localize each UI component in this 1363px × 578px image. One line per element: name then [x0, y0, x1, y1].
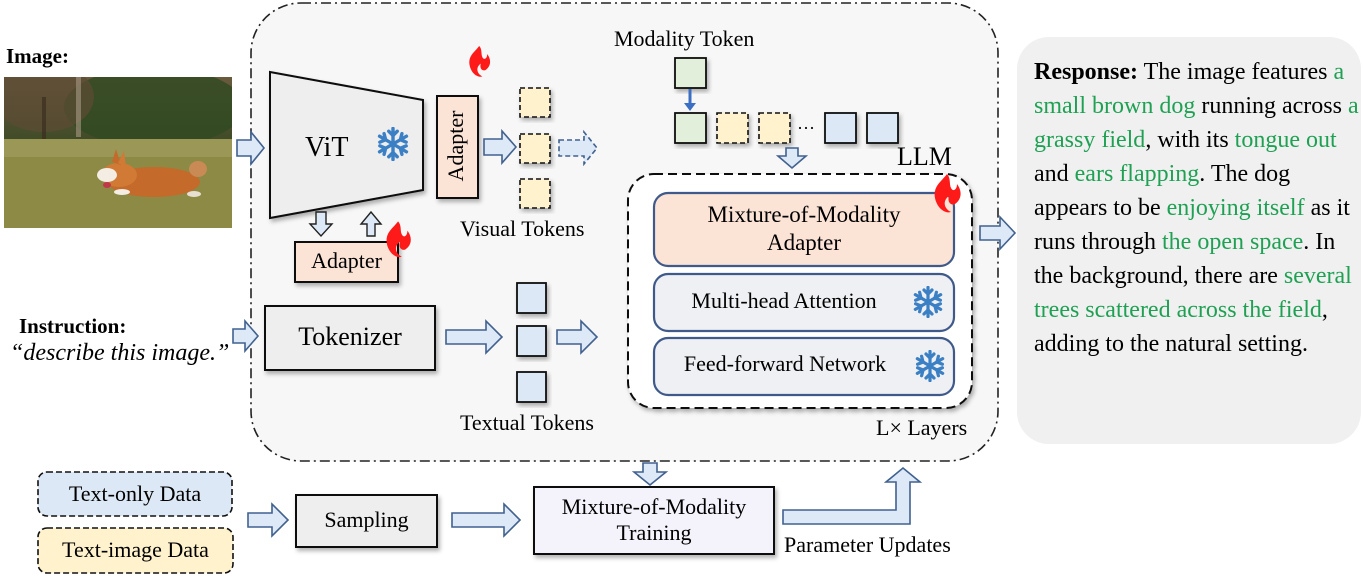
textual-token [516, 325, 547, 357]
visual-token [519, 133, 551, 164]
mom-training-label-line2: Training [616, 520, 692, 545]
text-image-data-label: Text-image Data [62, 537, 209, 562]
arrow-tokenizer-to-textual-tokens [445, 319, 504, 355]
llm-title: LLM [897, 142, 952, 171]
response-highlight: a grassy field [1034, 93, 1359, 153]
response-highlight: the open space [1162, 229, 1304, 255]
response-highlight: enjoying itself [1166, 195, 1305, 221]
dog [97, 149, 207, 197]
arrow-sampling-to-training [451, 502, 522, 538]
modality-token-arrowhead [684, 103, 696, 111]
ffn-block [652, 336, 956, 397]
textual-tokens-label: Textual Tokens [460, 410, 594, 435]
text-image-data-box [37, 527, 234, 574]
arrow-sequence-to-llm [775, 147, 809, 170]
arrow-data-to-sampling [247, 502, 290, 538]
attention-block [652, 272, 956, 333]
response-segment: and [1034, 161, 1075, 187]
mom-training-label-line1: Mixture-of-Modality [561, 494, 747, 519]
vit-block [269, 70, 424, 220]
parameter-updates-arrow [782, 466, 923, 525]
mom-adapter-label-line2: Adapter [766, 230, 842, 255]
sequence-textual-token [824, 112, 857, 144]
mom-adapter-block [652, 191, 956, 268]
mom-training-block [533, 486, 775, 555]
arrow-llm-to-response [979, 214, 1017, 252]
arrow-visual-tokens-dashed [558, 129, 599, 167]
arrow-container-to-training [631, 462, 669, 487]
input-image [4, 77, 232, 228]
mom-training-label: Mixture-of-Modality Training [534, 494, 774, 546]
modality-token-label: Modality Token [614, 26, 755, 51]
ffn-label: Feed-forward Network [683, 351, 887, 376]
response-highlight: a small brown dog [1034, 59, 1345, 119]
vit-label: ViT [305, 132, 349, 163]
modality-token [674, 57, 707, 89]
arrow-down-to-adapter [308, 211, 334, 238]
bottom-adapter-block [294, 241, 399, 283]
parameter-updates-label: Parameter Updates [784, 532, 951, 557]
instruction-text: “describe this image.” [10, 340, 230, 366]
sequence-ellipsis: ··· [797, 118, 815, 138]
response-label: Response: [1034, 59, 1139, 85]
sampling-label: Sampling [324, 507, 409, 532]
textual-token [516, 371, 547, 403]
response-panel [1017, 37, 1361, 444]
layers-label: L× Layers [876, 415, 968, 440]
response-segment: running across [1195, 93, 1348, 119]
bottom-adapter-label: Adapter [311, 248, 382, 273]
arrow-adapter-to-visual-tokens [483, 128, 518, 166]
visual-token [519, 87, 551, 118]
response-segment: The image features [1138, 59, 1334, 85]
image-label: Image: [6, 44, 69, 68]
response-segment: . The dog appears to be [1034, 161, 1291, 221]
sampling-block [295, 494, 438, 548]
response-highlight: tongue out [1234, 127, 1337, 153]
response-segment: . In the background, there are [1034, 229, 1336, 289]
visual-token [519, 178, 551, 209]
sequence-textual-token [866, 112, 899, 144]
input-image-photo [4, 77, 232, 228]
sequence-visual-token [758, 112, 791, 144]
response-text: Response: The image features a small bro… [1034, 55, 1363, 361]
tokenizer-label: Tokenizer [298, 322, 402, 351]
instruction-label: Instruction: [19, 314, 127, 338]
arrow-textual-tokens-to-llm [556, 319, 599, 355]
visual-tokens-label: Visual Tokens [460, 216, 585, 241]
mom-adapter-label: Mixture-of-Modality Adapter [654, 201, 954, 257]
sequence-visual-token [716, 112, 749, 144]
response-highlight: several trees scattered across the field [1034, 263, 1352, 323]
arrow-instruction-to-tokenizer [232, 318, 260, 354]
response-segment: as it runs through [1034, 195, 1350, 255]
response-segment: , adding to the natural setting. [1034, 297, 1328, 357]
text-only-data-box [37, 471, 233, 517]
textual-token [516, 282, 547, 314]
response-body: The image features a small brown dog run… [1034, 59, 1359, 357]
arrow-image-to-vit [236, 129, 266, 167]
response-highlight: ears flapping [1074, 161, 1200, 187]
mom-adapter-label-line1: Mixture-of-Modality [707, 202, 901, 227]
response-segment: , with its [1145, 127, 1235, 153]
attention-label: Multi-head Attention [691, 288, 877, 313]
arrow-up-from-adapter [359, 210, 383, 237]
side-adapter-block [436, 95, 479, 199]
sequence-modality-token [674, 112, 707, 144]
tokenizer-block [264, 305, 436, 371]
side-adapter-label: Adapter [443, 110, 468, 182]
text-only-data-label: Text-only Data [68, 481, 202, 506]
